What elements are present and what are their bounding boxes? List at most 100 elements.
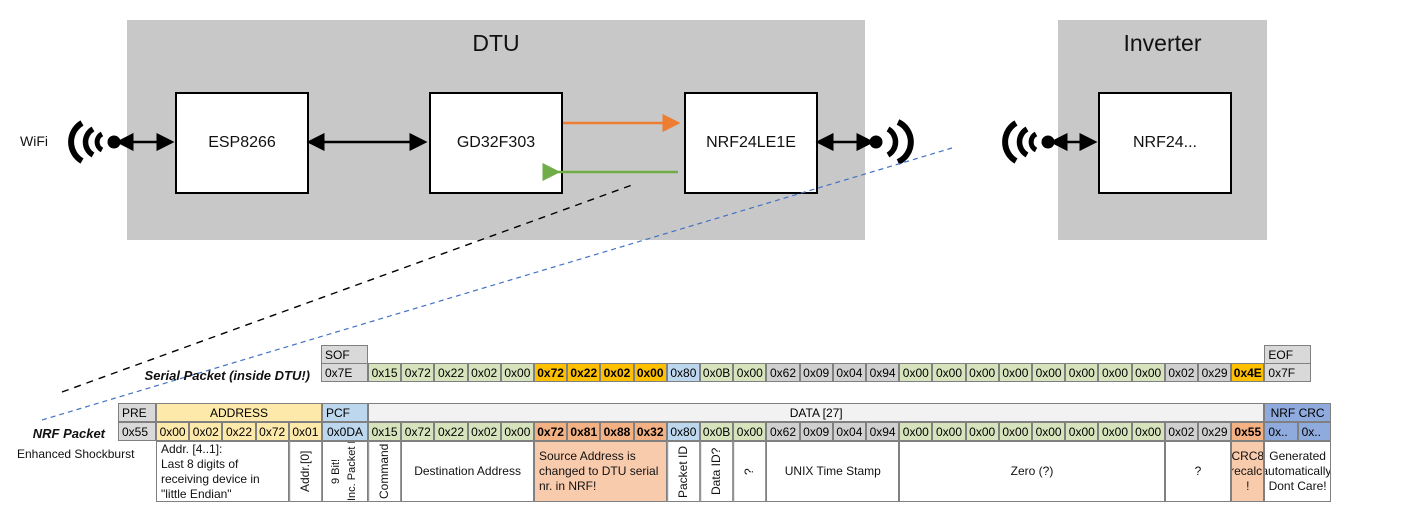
serial-byte-7: 0x02 [600,363,634,382]
nrf-crc-byte-1: 0x.. [1297,422,1331,441]
nrf-byte-13: 0x09 [799,422,833,441]
nrf-packet-sublabel: Enhanced Shockburst [17,447,135,461]
nrf-address-byte-0: 0x00 [156,422,190,441]
serial-byte-0: 0x15 [368,363,402,382]
serial-byte-14: 0x04 [832,363,866,382]
serial-byte-3: 0x02 [467,363,501,382]
serial-packet-label: Serial Packet (inside DTU!) [144,368,310,383]
chip-inverter-nrf24-label: NRF24... [1132,134,1197,151]
inverter-radio-antenna-icon [1002,120,1055,164]
nrf-byte-16: 0x00 [899,422,933,441]
serial-sof-header: SOF [321,345,368,364]
chip-gd32f303-label: GD32F303 [456,134,536,151]
serial-eof-value: 0x7F [1264,363,1312,382]
serial-byte-20: 0x00 [1032,363,1066,382]
desc-crc8: CRC8 recalc. ! [1231,441,1265,502]
nrf-byte-20: 0x00 [1032,422,1066,441]
desc-nrf-crc: Generated automatically. Dont Care! [1264,441,1331,502]
serial-byte-4: 0x00 [500,363,534,382]
inverter-enclosure: Inverter [1058,20,1267,240]
nrf-byte-4: 0x00 [500,422,534,441]
nrf-byte-17: 0x00 [932,422,966,441]
nrf-byte-24: 0x02 [1164,422,1198,441]
chip-gd32f303: GD32F303 [429,92,563,194]
nrf-byte-15: 0x94 [866,422,900,441]
nrf-crc-header: NRF CRC [1264,403,1331,422]
serial-byte-17: 0x00 [932,363,966,382]
nrf-packet-label: NRF Packet [32,426,105,441]
nrf-byte-1: 0x72 [401,422,435,441]
nrf-byte-26: 0x55 [1231,422,1265,441]
nrf-byte-3: 0x02 [467,422,501,441]
nrf-byte-0: 0x15 [368,422,402,441]
serial-byte-5: 0x72 [534,363,568,382]
desc-pcf-line-1: Inc. Packet Length [346,442,358,501]
serial-byte-24: 0x02 [1164,363,1198,382]
nrf-crc-byte-0: 0x.. [1264,422,1298,441]
serial-byte-1: 0x72 [401,363,435,382]
wifi-label: WiFi [20,133,48,149]
nrf-address-byte-4: 0x01 [288,422,322,441]
serial-byte-8: 0x00 [633,363,667,382]
desc-pcf: 9 Bit!Inc. Packet Length [322,441,368,502]
chip-nrf24le1e: NRF24LE1E [684,92,818,194]
dtu-title: DTU [472,30,520,56]
nrf-byte-25: 0x29 [1198,422,1232,441]
nrf-byte-5: 0x72 [534,422,568,441]
desc-pcf-line-0: 9 Bit! [330,458,343,485]
serial-byte-15: 0x94 [866,363,900,382]
wifi-antenna-icon [68,120,121,164]
dtu-radio-antenna-icon [869,119,914,165]
desc-data-id: Data ID? [700,441,734,502]
serial-byte-9: 0x80 [666,363,700,382]
nrf-byte-11: 0x00 [733,422,767,441]
nrf-data-header: DATA [27] [368,403,1265,422]
inverter-title: Inverter [1123,30,1202,56]
desc-unknown-2: ? [1164,441,1232,502]
desc-timestamp: UNIX Time Stamp [766,441,900,502]
desc-addr0: Addr.[0] [288,441,322,502]
nrf-byte-14: 0x04 [832,422,866,441]
nrf-pcf-header: PCF [322,403,368,422]
nrf-address-header: ADDRESS [156,403,322,422]
desc-zero: Zero (?) [899,441,1165,502]
nrf-address-byte-2: 0x22 [222,422,256,441]
serial-byte-23: 0x00 [1131,363,1165,382]
nrf-byte-8: 0x32 [633,422,667,441]
desc-source: Source Address is changed to DTU serial … [534,441,667,502]
chip-nrf24le1e-label: NRF24LE1E [706,134,796,151]
nrf-byte-2: 0x22 [434,422,468,441]
serial-byte-21: 0x00 [1065,363,1099,382]
nrf-byte-9: 0x80 [666,422,700,441]
nrf-pre-header: PRE [118,403,156,422]
serial-byte-11: 0x00 [733,363,767,382]
nrf-byte-7: 0x88 [600,422,634,441]
serial-byte-19: 0x00 [998,363,1032,382]
nrf-byte-12: 0x62 [766,422,800,441]
nrf-byte-23: 0x00 [1131,422,1165,441]
serial-byte-22: 0x00 [1098,363,1132,382]
desc-unknown-1: ? [733,441,767,502]
desc-address-block: Addr. [4..1]:Last 8 digits of receiving … [156,441,289,502]
nrf-byte-22: 0x00 [1098,422,1132,441]
serial-byte-10: 0x0B [700,363,734,382]
nrf-byte-6: 0x81 [567,422,601,441]
serial-byte-2: 0x22 [434,363,468,382]
chip-esp8266-label: ESP8266 [208,134,276,151]
nrf-byte-21: 0x00 [1065,422,1099,441]
serial-byte-26: 0x4E [1231,363,1265,382]
nrf-pre-value: 0x55 [118,422,156,441]
nrf-byte-19: 0x00 [998,422,1032,441]
nrf-address-byte-1: 0x02 [189,422,223,441]
serial-sof-value: 0x7E [321,363,368,382]
serial-byte-18: 0x00 [965,363,999,382]
serial-byte-13: 0x09 [799,363,833,382]
serial-byte-16: 0x00 [899,363,933,382]
chip-esp8266: ESP8266 [175,92,309,194]
nrf-byte-10: 0x0B [700,422,734,441]
nrf-address-byte-3: 0x72 [255,422,289,441]
nrf-pcf-value: 0x0DA [322,422,368,441]
desc-command: Command [368,441,402,502]
serial-byte-12: 0x62 [766,363,800,382]
desc-packet-id: Packet ID [666,441,700,502]
